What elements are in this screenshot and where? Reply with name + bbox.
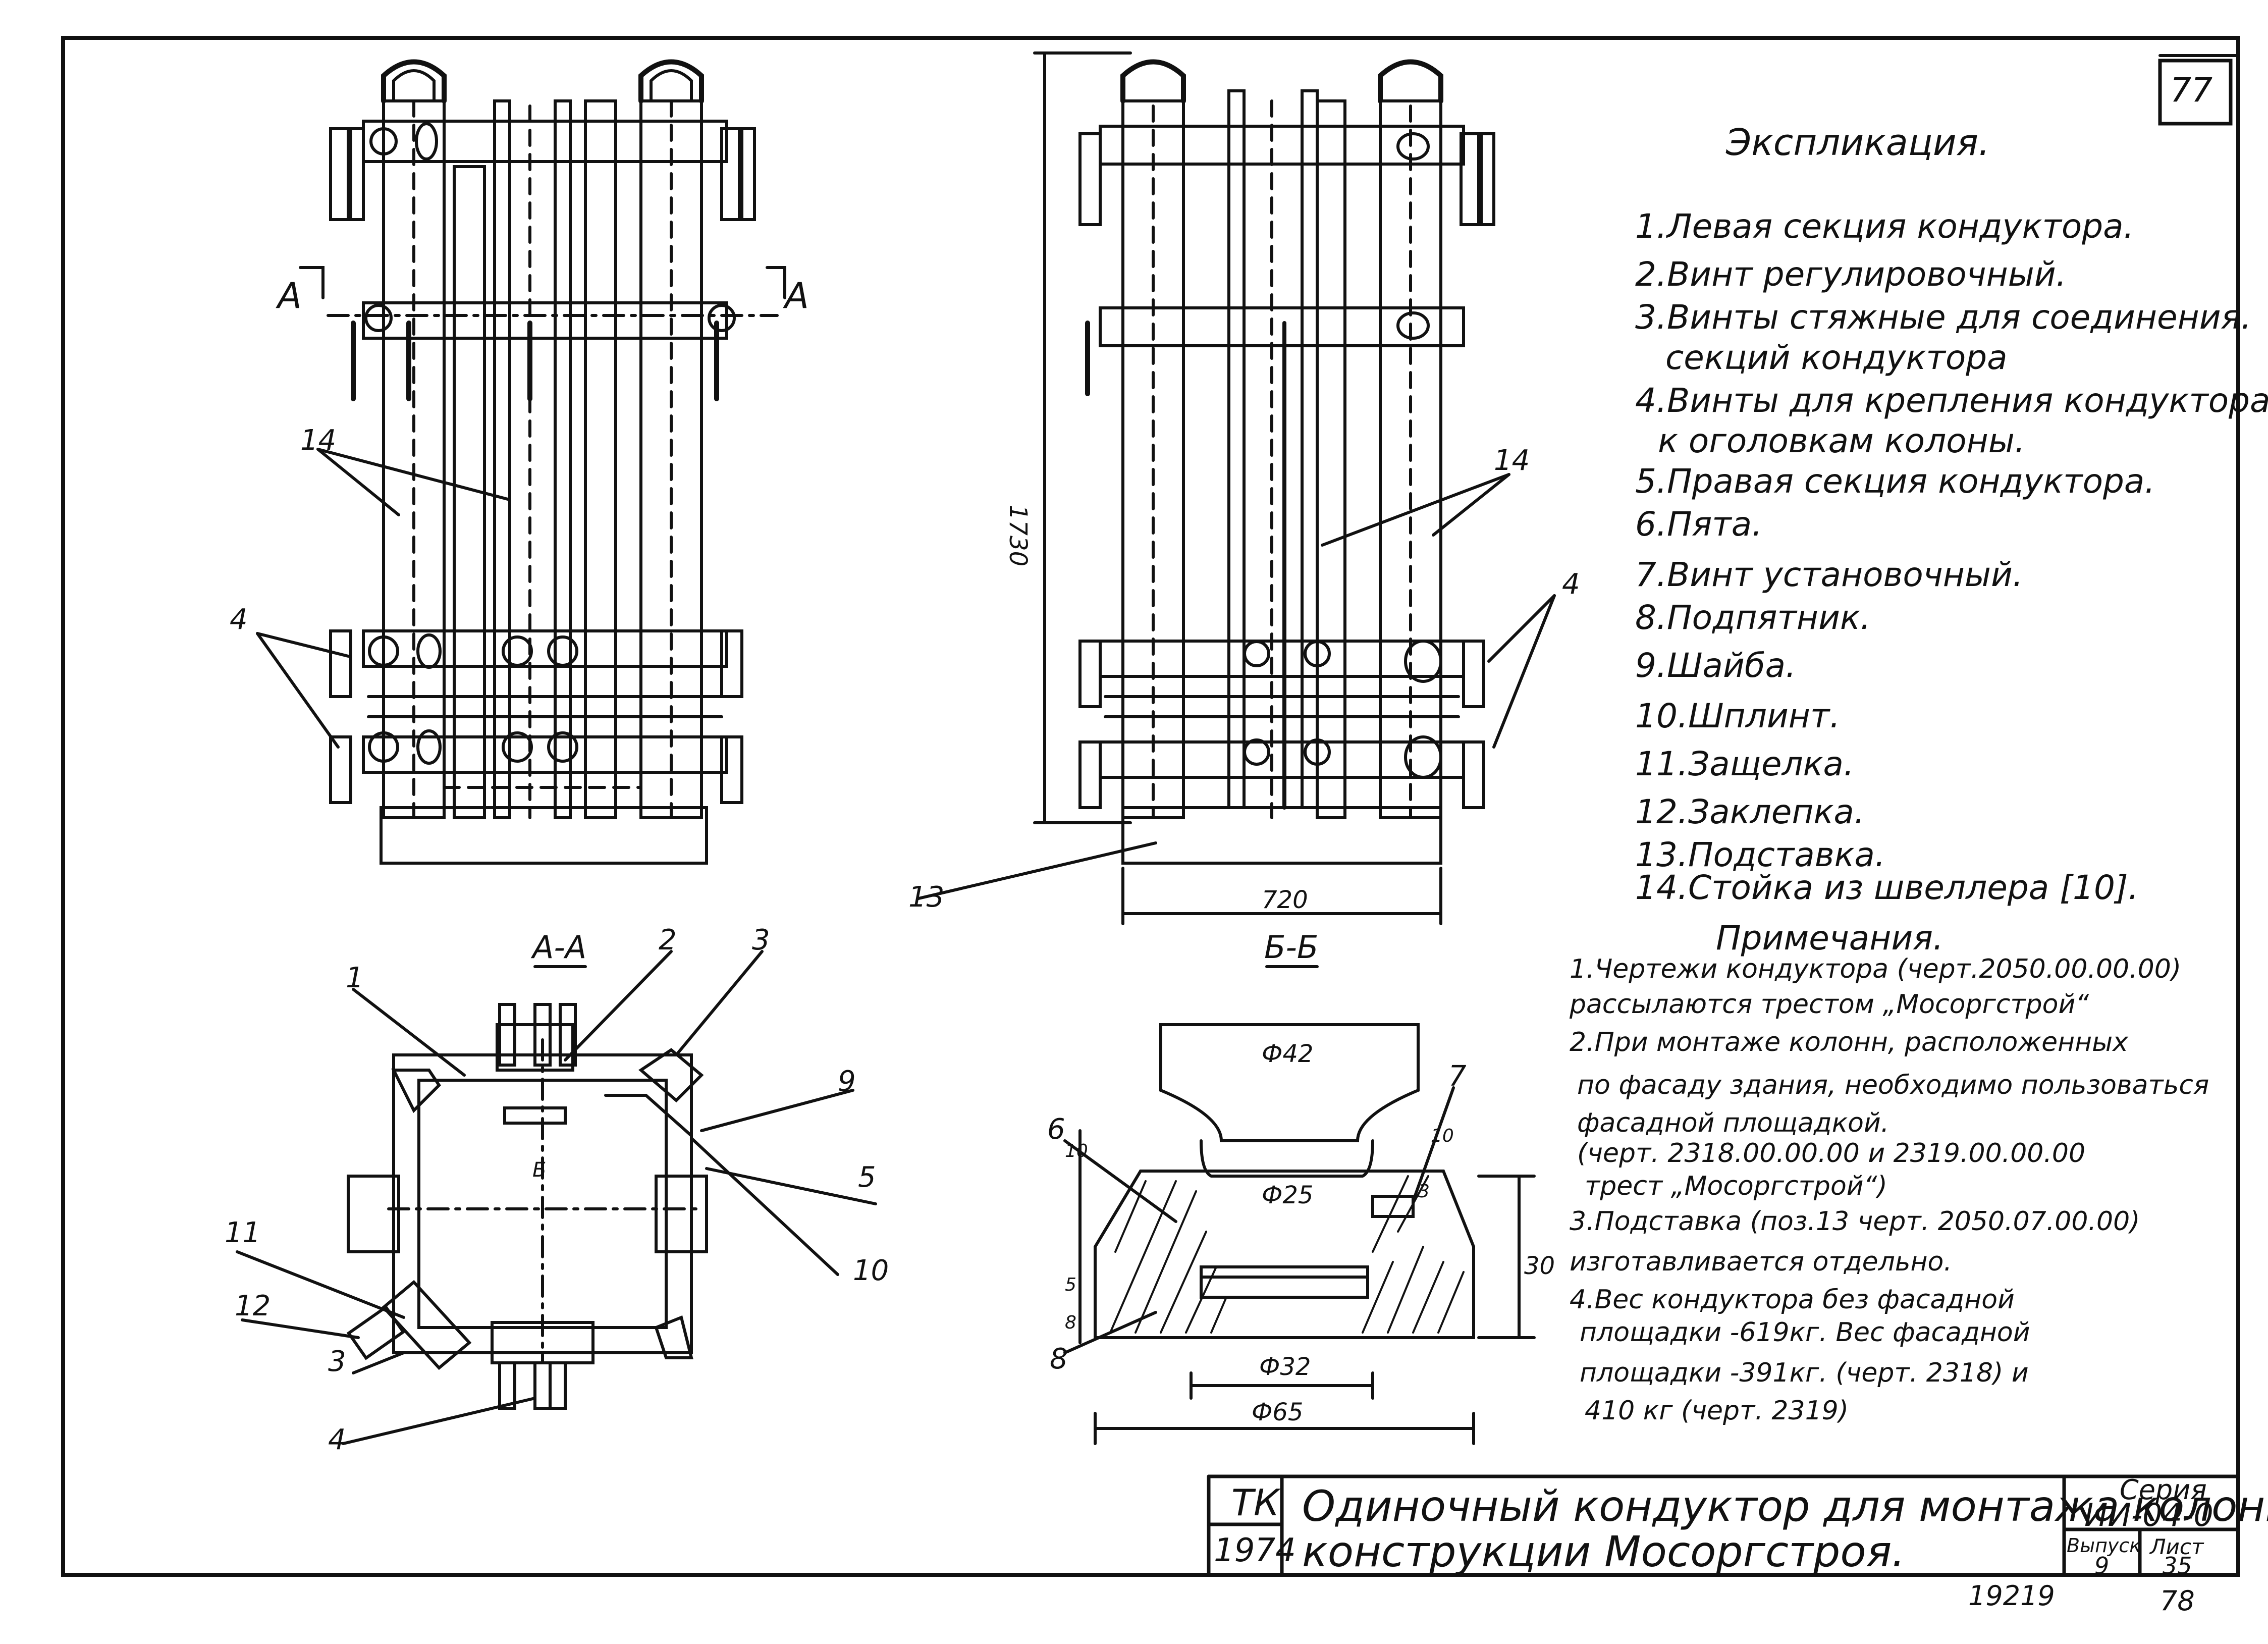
- sheet-number-top: 77: [2170, 71, 2212, 110]
- dimension-height: 1730: [1004, 505, 1032, 567]
- bottom-number-left: 19219: [1968, 1580, 2055, 1612]
- callout-13: 13: [908, 881, 945, 914]
- issue-value: 9: [2094, 1552, 2110, 1579]
- series-value: ИИ-04-0: [2084, 1497, 2213, 1533]
- explication-item: 8.Подпятник.: [1635, 598, 1871, 637]
- note-line: площадки -391кг. (черт. 2318) и: [1580, 1358, 2029, 1388]
- front-view: [256, 59, 786, 865]
- explication-item: 1.Левая секция кондуктора.: [1635, 207, 2134, 246]
- dimension-10-right: 10: [1431, 1126, 1454, 1146]
- note-line: трест „Мосоргстрой“): [1585, 1171, 1887, 1201]
- explication-item: 3.Винты стяжные для соединения.: [1635, 298, 2252, 337]
- callout-3: 3: [752, 924, 770, 957]
- callout-11: 11: [225, 1216, 261, 1249]
- explication-item: 4.Винты для крепления кондуктора: [1635, 381, 2268, 420]
- cut-mark-a-right: А: [785, 275, 809, 316]
- note-line: по фасаду здания, необходимо пользоватьс…: [1577, 1070, 2209, 1100]
- sheet-value: 35: [2163, 1552, 2192, 1579]
- callout-3-lower: 3: [328, 1345, 346, 1378]
- callout-4-side: 4: [1562, 568, 1580, 601]
- callout-6: 6: [1047, 1113, 1065, 1146]
- dimension-d65: Ф65: [1252, 1398, 1304, 1426]
- note-line: (черт. 2318.00.00.00 и 2319.00.00.00: [1577, 1138, 2086, 1169]
- callout-9: 9: [838, 1065, 856, 1098]
- note-line: 1.Чертежи кондуктора (черт.2050.00.00.00…: [1570, 954, 2182, 984]
- note-line: 4.Вес кондуктора без фасадной: [1570, 1285, 2015, 1315]
- sheet-frame: [61, 36, 2240, 1577]
- drawing-title-line2: конструкции Мосоргстроя.: [1302, 1527, 1905, 1576]
- dimension-d32: Ф32: [1259, 1353, 1311, 1381]
- explication-title: Экспликация.: [1726, 121, 1990, 164]
- section-bb-title: Б-Б: [1264, 929, 1319, 966]
- title-block-org: ТК: [1231, 1481, 1280, 1524]
- explication-item: 6.Пята.: [1635, 505, 1763, 544]
- callout-8: 8: [1050, 1343, 1068, 1375]
- explication-item: 11.Защелка.: [1635, 745, 1854, 783]
- callout-1: 1: [346, 962, 364, 994]
- side-view: [917, 51, 1556, 925]
- callout-5: 5: [858, 1161, 876, 1194]
- cut-mark-a-left: А: [278, 275, 302, 316]
- note-line: 3.Подставка (поз.13 черт. 2050.07.00.00): [1570, 1206, 2140, 1237]
- section-aa: [236, 950, 877, 1445]
- note-line: рассылаются трестом „Мосоргстрой“: [1570, 989, 2089, 1020]
- note-line: 410 кг (черт. 2319): [1585, 1396, 1849, 1426]
- dimension-3: 3: [1418, 1181, 1430, 1202]
- cut-mark-b: Б: [532, 1158, 547, 1182]
- note-line: изготавливается отдельно.: [1570, 1247, 1952, 1277]
- notes-title: Примечания.: [1716, 919, 1943, 958]
- dimension-8: 8: [1065, 1312, 1076, 1333]
- callout-4-front: 4: [230, 603, 248, 636]
- dimension-5: 5: [1065, 1275, 1076, 1295]
- explication-item: 5.Правая секция кондуктора.: [1635, 462, 2155, 501]
- callout-2: 2: [659, 924, 677, 957]
- drawing-title-line1: Одиночный кондуктор для монтажа колонн: [1302, 1481, 2268, 1531]
- callout-12: 12: [235, 1290, 271, 1322]
- callout-14-front: 14: [300, 424, 337, 457]
- dimension-30: 30: [1524, 1252, 1555, 1280]
- dimension-width: 720: [1262, 886, 1308, 914]
- bottom-number-right: 78: [2160, 1585, 2195, 1617]
- explication-item: секций кондуктора: [1665, 338, 2008, 377]
- dimension-10-left: 10: [1065, 1141, 1088, 1161]
- explication-item: 12.Заклепка.: [1635, 792, 1865, 831]
- explication-item: 13.Подставка.: [1635, 835, 1885, 874]
- section-bb: [1063, 965, 1536, 1445]
- callout-10: 10: [853, 1254, 889, 1287]
- callout-14-side: 14: [1494, 444, 1530, 477]
- note-line: площадки -619кг. Вес фасадной: [1580, 1317, 2030, 1348]
- issue-label: Выпуск: [2067, 1534, 2141, 1557]
- dimension-d42: Ф42: [1262, 1040, 1314, 1068]
- explication-item: 2.Винт регулировочный.: [1635, 255, 2067, 294]
- section-hatch: [1109, 1175, 1465, 1334]
- title-block-frame: [1207, 1474, 2240, 1577]
- section-aa-title: А-А: [532, 929, 587, 966]
- dimension-d25: Ф25: [1262, 1181, 1314, 1209]
- explication-item: 14.Стойка из швеллера [10].: [1635, 868, 2139, 907]
- callout-4-section: 4: [328, 1423, 346, 1456]
- series-label: Серия: [2120, 1474, 2207, 1506]
- note-line: фасадной площадкой.: [1577, 1108, 1889, 1138]
- note-line: 2.При монтаже колонн, расположенных: [1570, 1027, 2128, 1057]
- callout-7: 7: [1448, 1060, 1467, 1093]
- title-block-year: 1974: [1214, 1532, 1296, 1569]
- explication-item: 9.Шайба.: [1635, 646, 1797, 685]
- sheet-label: Лист: [2150, 1534, 2204, 1559]
- explication-item: 10.Шплинт.: [1635, 697, 1841, 735]
- explication-item: к оголовкам колоны.: [1658, 421, 2025, 460]
- explication-item: 7.Винт установочный.: [1635, 555, 2023, 594]
